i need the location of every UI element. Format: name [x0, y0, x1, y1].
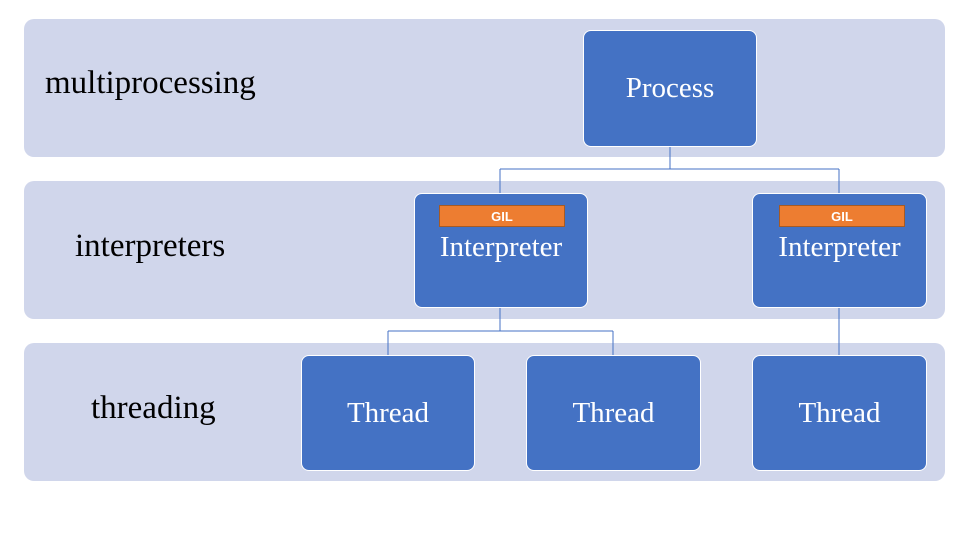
thread-node: Thread [301, 355, 475, 471]
layer-label-interpreters: interpreters [75, 228, 226, 264]
process-node: Process [583, 30, 757, 147]
interpreter-label: Interpreter [778, 231, 901, 263]
gil-badge: GIL [439, 205, 565, 227]
layer-label-multiprocessing: multiprocessing [45, 65, 256, 101]
layer-label-threading: threading [91, 390, 216, 426]
thread-label: Thread [798, 396, 881, 429]
interpreter-label: Interpreter [439, 231, 563, 263]
thread-label: Thread [572, 396, 655, 429]
interpreter-node: GIL Interpreter [414, 193, 588, 308]
interpreter-node: GIL Interpreter [752, 193, 927, 308]
process-label: Process [625, 72, 715, 104]
layer-band-multiprocessing [24, 19, 945, 157]
thread-node: Thread [526, 355, 701, 471]
thread-node: Thread [752, 355, 927, 471]
thread-label: Thread [346, 396, 430, 429]
gil-badge: GIL [779, 205, 905, 227]
